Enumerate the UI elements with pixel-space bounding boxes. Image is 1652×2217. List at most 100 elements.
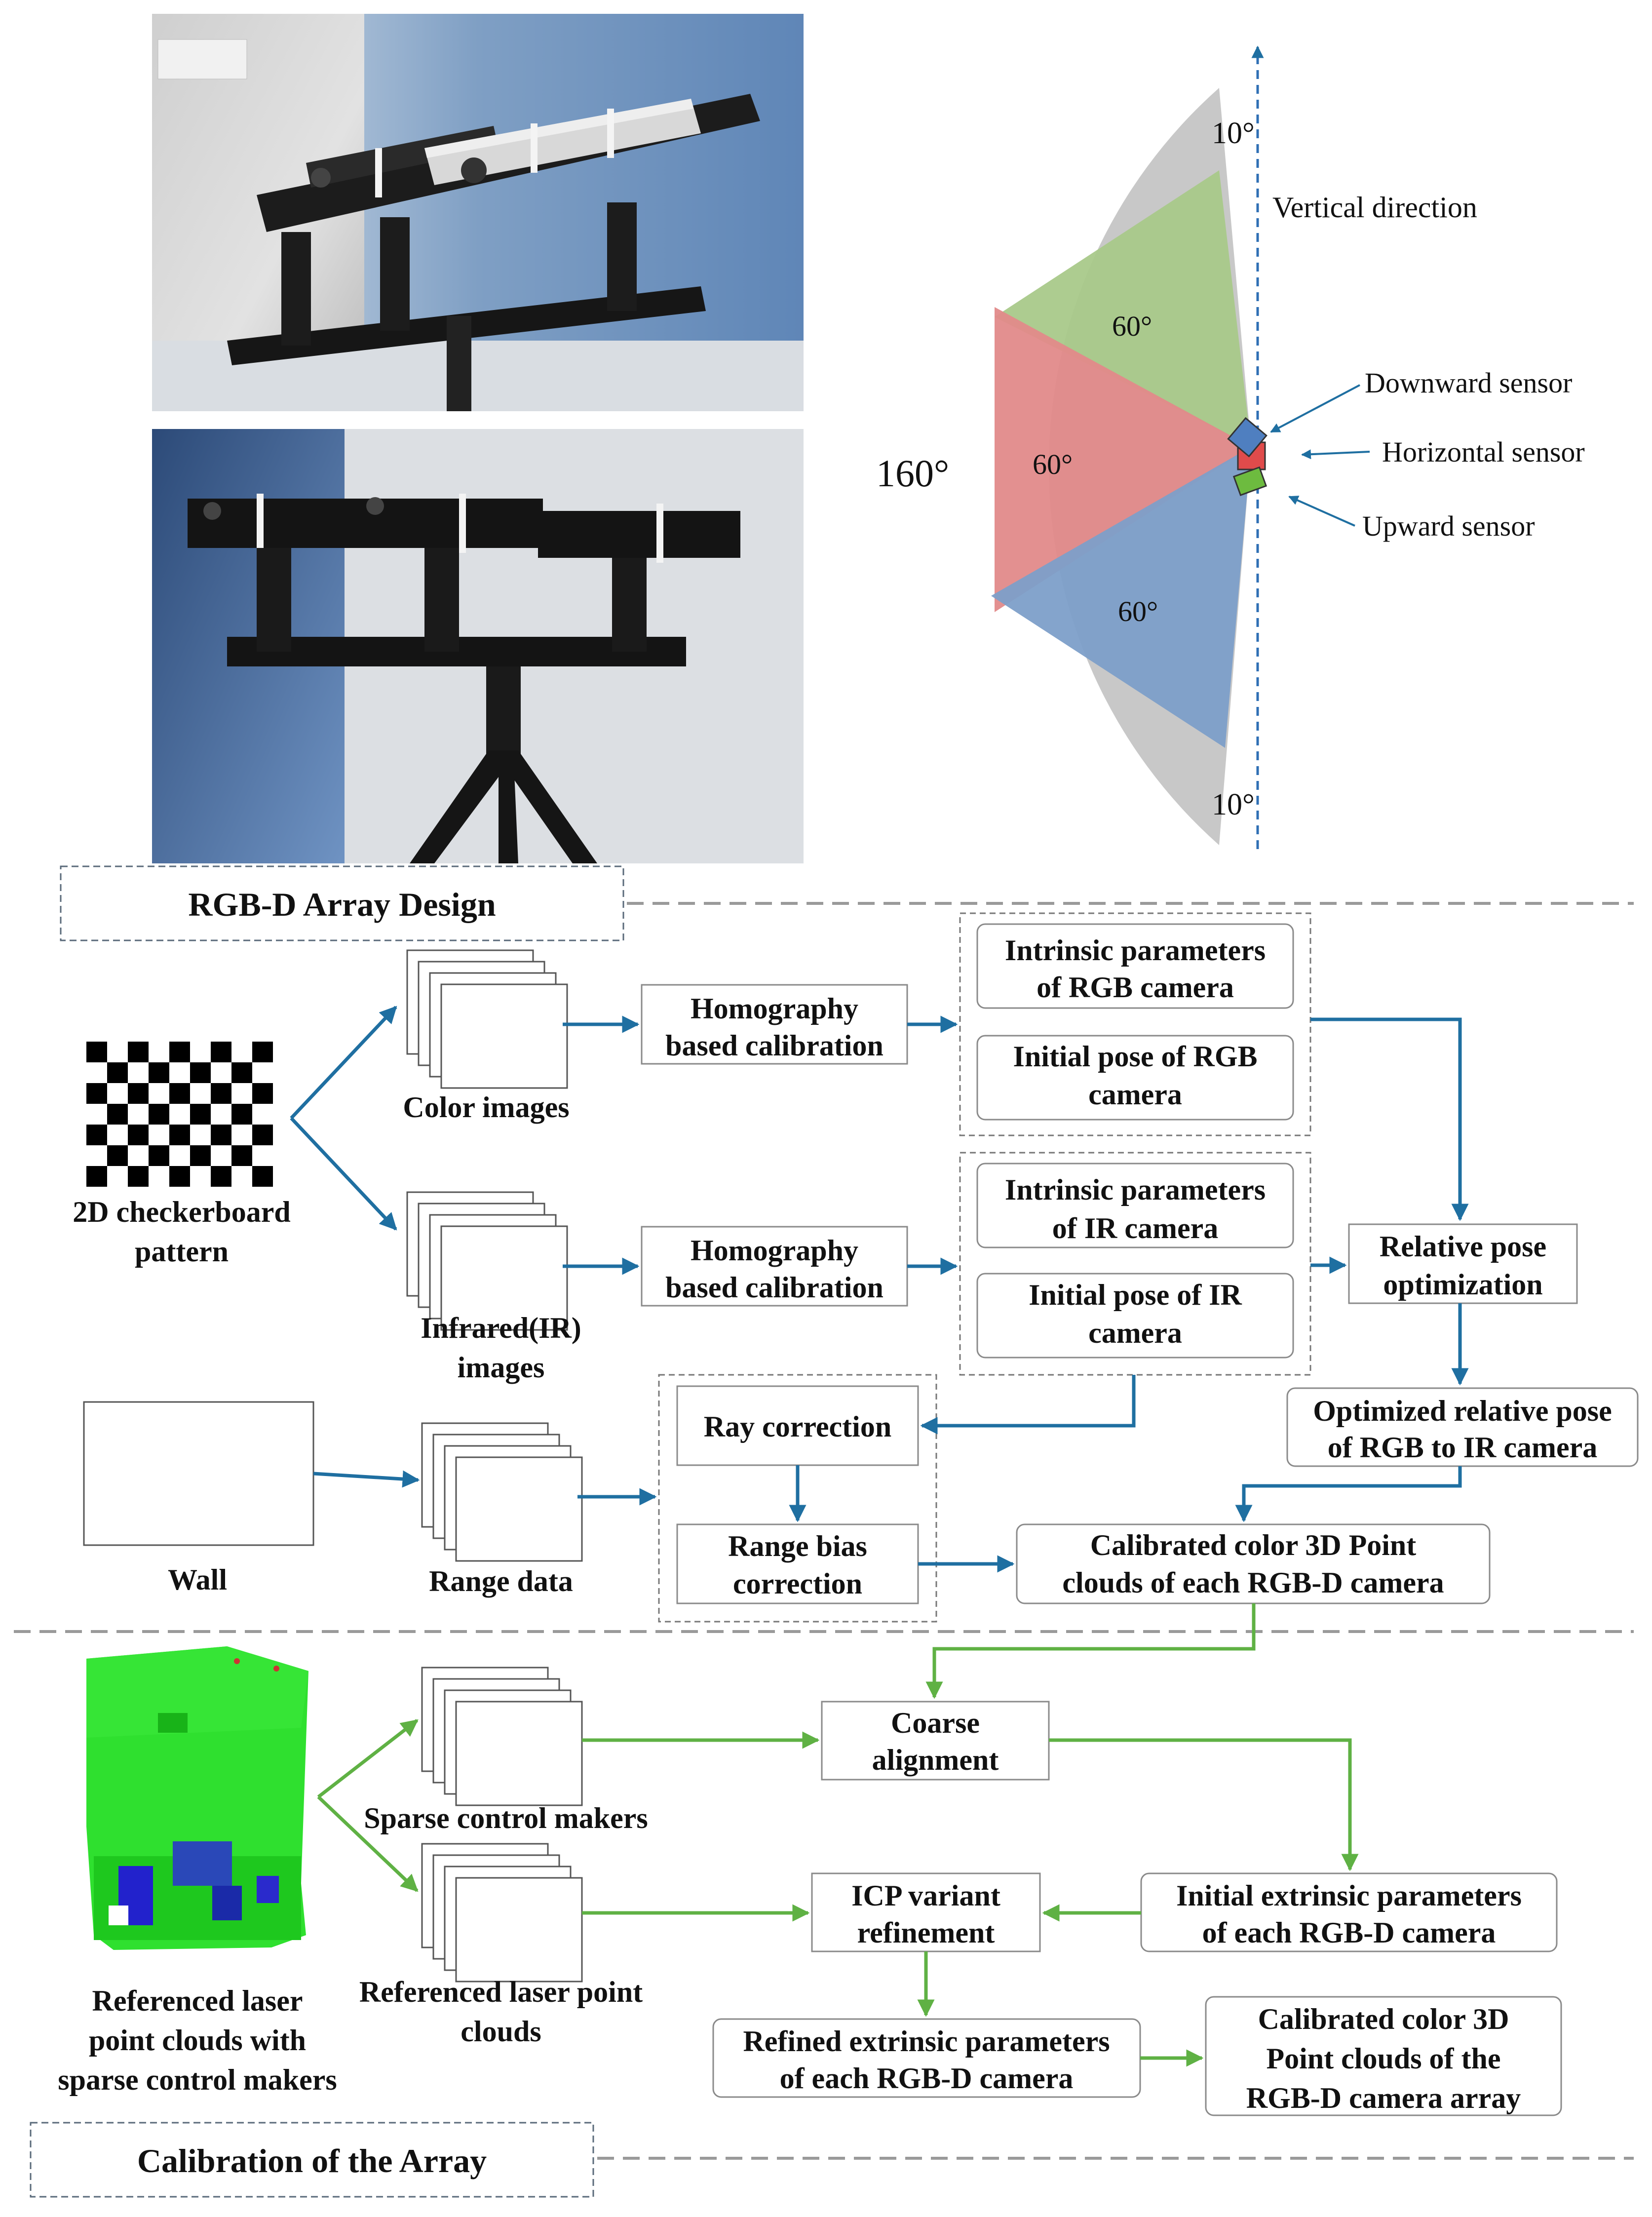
relative-pose-box: [1348, 1223, 1578, 1304]
intrinsic-rgb-line2: of RGB camera: [1037, 971, 1234, 1004]
ir-images-stack: [406, 1191, 568, 1331]
icp-line2: refinement: [857, 1916, 995, 1949]
checker-square: [211, 1083, 231, 1104]
rig-photo-bottom: [152, 429, 804, 863]
checker-square: [86, 1083, 107, 1104]
refined-extrinsic-line1: Refined extrinsic parameters: [743, 2025, 1110, 2058]
upper-angle: 60°: [1112, 310, 1152, 342]
upward-sensor-label: Upward sensor: [1362, 510, 1535, 542]
upward-sensor-square: [1232, 466, 1268, 496]
final-line3: RGB-D camera array: [1246, 2082, 1521, 2114]
design-section-box: [60, 865, 624, 941]
checker-square: [169, 1042, 190, 1062]
relative-pose-line1: Relative pose: [1380, 1230, 1546, 1263]
checker-square: [107, 1104, 128, 1125]
initial-extrinsic-line2: of each RGB-D camera: [1202, 1916, 1496, 1949]
coarse-line2: alignment: [872, 1744, 999, 1776]
intrinsic-rgb-line1: Intrinsic parameters: [1005, 934, 1266, 967]
icp-box: [811, 1872, 1041, 1952]
relative-pose-line2: optimization: [1383, 1268, 1542, 1301]
checker-square: [190, 1145, 211, 1166]
final-calibrated-box: [1205, 1996, 1562, 2116]
checker-square: [86, 1125, 107, 1145]
initial-rgb-box: [976, 1035, 1294, 1121]
intrinsic-ir-box: [976, 1163, 1294, 1248]
design-section-title: RGB-D Array Design: [188, 886, 496, 923]
checker-square: [128, 1125, 149, 1145]
initial-rgb-line1: Initial pose of RGB: [1013, 1040, 1257, 1073]
calibration-section-box: [30, 2122, 594, 2198]
checker-square: [169, 1083, 190, 1104]
wall-rect: [83, 1401, 314, 1546]
checker-square: [211, 1042, 231, 1062]
checker-square: [231, 1062, 252, 1083]
laser-clouds-stack: [421, 1843, 583, 1983]
range-bias-box: [676, 1523, 919, 1604]
laser-clouds-line1: Referenced laser point: [359, 1976, 643, 2008]
checker-square: [128, 1166, 149, 1187]
blue-arrows: [290, 1006, 1469, 1573]
coarse-line1: Coarse: [891, 1707, 980, 1739]
checker-square: [169, 1166, 190, 1187]
range-data-label: Range data: [429, 1565, 573, 1597]
ir-images-label-1: Infrared(IR): [421, 1312, 581, 1344]
color-images-label: Color images: [403, 1091, 569, 1124]
optimized-pose-line2: of RGB to IR camera: [1328, 1431, 1598, 1464]
checker-square: [107, 1062, 128, 1083]
homography-bottom-line1: Homography: [691, 1234, 858, 1267]
range-data-stack: [421, 1422, 583, 1562]
initial-ir-box: [976, 1273, 1294, 1359]
icp-line1: ICP variant: [851, 1879, 1000, 1912]
fov-upper-sector: [995, 170, 1251, 447]
ray-correction-label: Ray correction: [704, 1410, 891, 1443]
checker-square: [169, 1125, 190, 1145]
checker-square: [149, 1145, 169, 1166]
checker-square: [252, 1166, 273, 1187]
checker-square: [149, 1062, 169, 1083]
checker-square: [190, 1062, 211, 1083]
ir-images-label-2: images: [458, 1351, 545, 1384]
checker-square: [128, 1083, 149, 1104]
intrinsic-ir-line2: of IR camera: [1052, 1212, 1219, 1245]
initial-ir-line1: Initial pose of IR: [1029, 1279, 1242, 1311]
total-angle: 160°: [876, 452, 949, 495]
checker-square: [86, 1166, 107, 1187]
green-arrows: [317, 1603, 1359, 2067]
initial-ir-line2: camera: [1088, 1317, 1182, 1349]
checker-square: [86, 1042, 107, 1062]
bottom-gap-angle: 10°: [1212, 788, 1255, 821]
laser-point-cloud-image: [86, 1646, 308, 1950]
checker-square: [211, 1166, 231, 1187]
fov-diagram: [991, 45, 1370, 849]
checker-square: [252, 1042, 273, 1062]
initial-extrinsic-line1: Initial extrinsic parameters: [1176, 1879, 1522, 1912]
final-line2: Point clouds of the: [1266, 2042, 1500, 2075]
sparse-makers-stack: [421, 1667, 583, 1806]
checker-square: [231, 1145, 252, 1166]
calibrated-clouds-line1: Calibrated color 3D Point: [1090, 1529, 1417, 1561]
optimized-pose-line1: Optimized relative pose: [1313, 1395, 1612, 1427]
top-gap-angle: 10°: [1212, 117, 1255, 150]
color-images-stack: [406, 949, 568, 1089]
range-bias-line2: correction: [733, 1567, 862, 1600]
coarse-alignment-box: [821, 1701, 1050, 1781]
checker-square: [211, 1125, 231, 1145]
intrinsic-ir-line1: Intrinsic parameters: [1005, 1173, 1266, 1206]
downward-sensor-square: [1227, 417, 1268, 458]
calibration-section-title: Calibration of the Array: [137, 2142, 487, 2179]
optimized-pose-box: [1286, 1387, 1639, 1467]
checkerboard-label-2: pattern: [135, 1235, 229, 1268]
final-line1: Calibrated color 3D: [1258, 2003, 1509, 2035]
checkerboard-label-1: 2D checkerboard: [73, 1196, 291, 1228]
wall-label: Wall: [168, 1563, 227, 1596]
checker-square: [128, 1042, 149, 1062]
checker-square: [252, 1083, 273, 1104]
correction-group: [658, 1374, 937, 1623]
homography-top-line1: Homography: [691, 992, 858, 1025]
checker-square: [149, 1104, 169, 1125]
checker-square: [252, 1125, 273, 1145]
laser-caption-line2: point clouds with: [89, 2024, 306, 2057]
fov-middle-sector: [995, 307, 1251, 612]
calibrated-clouds-line2: clouds of each RGB-D camera: [1062, 1566, 1444, 1599]
